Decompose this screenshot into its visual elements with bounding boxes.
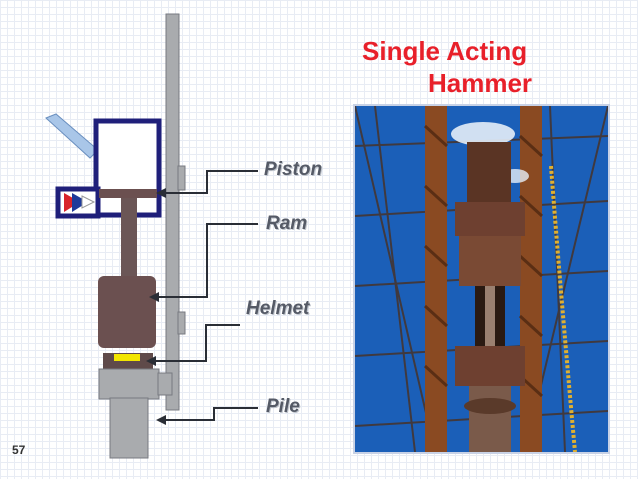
- pile-top: [469, 386, 511, 452]
- ram-arrowhead: [149, 292, 159, 302]
- ram-leader: [156, 223, 258, 298]
- hammer-head: [455, 202, 525, 236]
- helmet-leader: [153, 324, 240, 362]
- steam-cloud: [451, 122, 515, 146]
- title-line-2: Hammer: [428, 68, 533, 98]
- pile-leader: [164, 407, 258, 421]
- guide-bracket: [177, 165, 186, 191]
- piston: [99, 189, 157, 198]
- pile-cap-side: [157, 372, 173, 396]
- steam-hose: [45, 113, 99, 159]
- valve-white-flap: [81, 195, 96, 209]
- piston-rod: [121, 198, 137, 280]
- slide-number: 57: [12, 443, 26, 457]
- hammer-photo: [353, 104, 610, 454]
- yellow-cable: [549, 165, 577, 452]
- helmet-arrowhead: [146, 356, 156, 366]
- guide-bracket: [177, 311, 186, 335]
- pile-cap: [98, 368, 160, 400]
- label-piston: Piston: [264, 159, 323, 180]
- ram: [98, 276, 156, 348]
- hammer-frame: [459, 236, 521, 286]
- label-helmet: Helmet: [246, 298, 310, 319]
- title-line-1: Single Acting: [362, 36, 528, 66]
- pile-collar: [464, 398, 516, 414]
- hammer-rod: [485, 286, 495, 346]
- hammer-base: [455, 346, 525, 386]
- label-pile: Pile: [266, 396, 300, 417]
- pile: [109, 397, 149, 459]
- helmet-pad: [114, 354, 140, 361]
- piston-leader: [164, 170, 258, 194]
- leader-column: [165, 13, 180, 411]
- leader-rail-left: [425, 106, 447, 452]
- piston-arrowhead: [156, 188, 166, 198]
- valve-blue-flap: [72, 193, 88, 212]
- leader-rail-right: [520, 106, 542, 452]
- label-ram: Ram: [266, 213, 308, 234]
- pile-arrowhead: [156, 415, 166, 425]
